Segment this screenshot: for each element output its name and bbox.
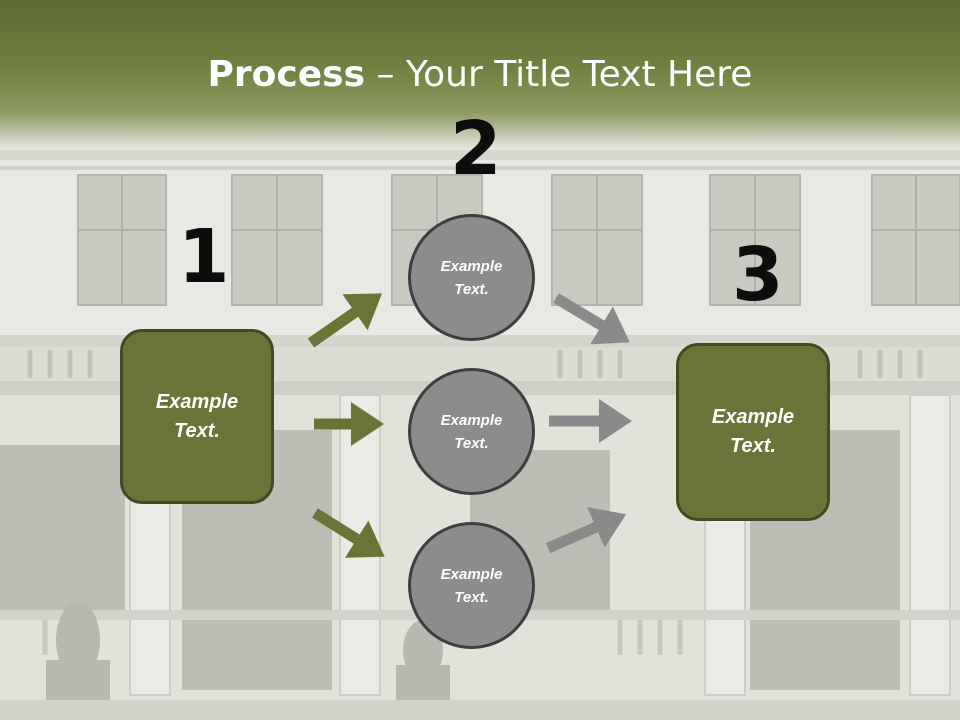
arrow-box1-to-circle3 [312, 508, 385, 558]
title-rest-part: – Your Title Text Here [365, 54, 753, 95]
step-number-3: 3 [732, 232, 784, 318]
step-number-1: 1 [178, 214, 230, 300]
slide-title: Process – Your Title Text Here [0, 54, 960, 95]
circle-bottom-text: Example Text. [440, 565, 503, 606]
step-3-box-text: Example Text. [711, 406, 795, 457]
arrow-box1-to-circle1 [307, 293, 383, 348]
circle-bottom[interactable]: Example Text. [408, 522, 535, 649]
step-1-box[interactable]: Example Text. [120, 329, 274, 504]
step-1-box-text: Example Text. [155, 390, 239, 442]
circle-middle[interactable]: Example Text. [408, 368, 535, 495]
title-bold-part: Process [207, 54, 366, 95]
circle-middle-text: Example Text. [440, 411, 503, 452]
step-number-2: 2 [450, 106, 502, 192]
circle-top[interactable]: Example Text. [408, 214, 535, 341]
arrow-circle3-to-box3 [545, 507, 627, 554]
arrow-circle1-to-box3 [553, 293, 630, 345]
circle-top-text: Example Text. [440, 257, 503, 298]
header-band [0, 0, 960, 150]
step-3-box[interactable]: Example Text. [676, 343, 830, 521]
